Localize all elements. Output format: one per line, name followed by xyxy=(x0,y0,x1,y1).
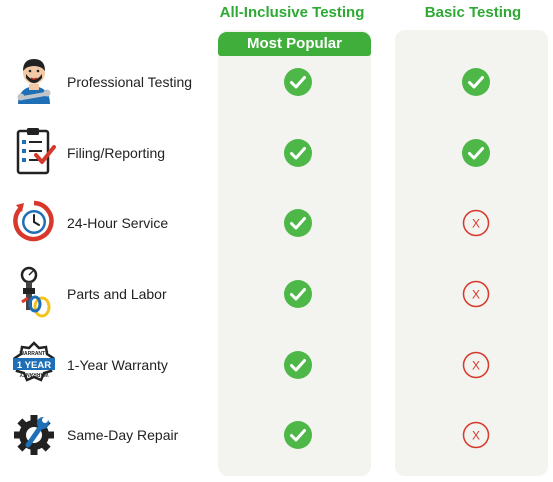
gear-wrench-icon xyxy=(14,415,54,455)
feature-label: Parts and Labor xyxy=(67,286,167,302)
warranty-badge-icon: 1 YEAR WARRANTY WARRANTY xyxy=(13,341,55,382)
feature-label: Same-Day Repair xyxy=(67,427,179,443)
svg-text:1 YEAR: 1 YEAR xyxy=(17,360,51,371)
check-icon xyxy=(462,68,490,96)
gauge-parts-icon xyxy=(20,266,51,318)
most-popular-badge: Most Popular xyxy=(218,32,371,56)
clipboard-checklist-icon xyxy=(16,128,56,175)
svg-text:X: X xyxy=(472,217,480,231)
check-icon xyxy=(462,139,490,167)
check-icon xyxy=(284,351,312,379)
clock-24-icon xyxy=(13,200,54,242)
feature-row-1-year-warranty: 1 YEAR WARRANTY WARRANTY 1-Year Warranty… xyxy=(0,335,553,395)
check-icon xyxy=(284,68,312,96)
feature-row-professional-testing: Professional Testing xyxy=(0,52,553,112)
all-inclusive-heading: All-Inclusive Testing xyxy=(219,4,365,21)
svg-text:WARRANTY: WARRANTY xyxy=(20,351,50,357)
feature-row-filing-reporting: Filing/Reporting xyxy=(0,123,553,183)
cross-icon: X xyxy=(462,351,490,379)
check-icon xyxy=(284,139,312,167)
all-inclusive-column xyxy=(218,30,371,476)
check-icon xyxy=(284,421,312,449)
check-icon xyxy=(284,209,312,237)
cross-icon: X xyxy=(462,209,490,237)
cross-icon: X xyxy=(462,280,490,308)
feature-label: Filing/Reporting xyxy=(67,145,166,161)
svg-text:X: X xyxy=(472,288,480,302)
check-icon xyxy=(284,280,312,308)
feature-row-24-hour-service: 24-Hour Service X xyxy=(0,193,553,253)
svg-text:X: X xyxy=(472,359,480,373)
feature-label: 1-Year Warranty xyxy=(67,357,168,373)
feature-row-parts-and-labor: Parts and Labor X xyxy=(0,264,553,324)
feature-label: 24-Hour Service xyxy=(67,215,169,231)
basic-heading: Basic Testing xyxy=(424,4,522,21)
feature-label: Professional Testing xyxy=(67,74,193,90)
svg-text:WARRANTY: WARRANTY xyxy=(19,371,49,377)
feature-row-same-day-repair: Same-Day Repair X xyxy=(0,405,553,465)
technician-icon xyxy=(17,59,51,104)
svg-text:X: X xyxy=(472,429,480,443)
basic-column xyxy=(395,30,548,476)
cross-icon: X xyxy=(462,421,490,449)
